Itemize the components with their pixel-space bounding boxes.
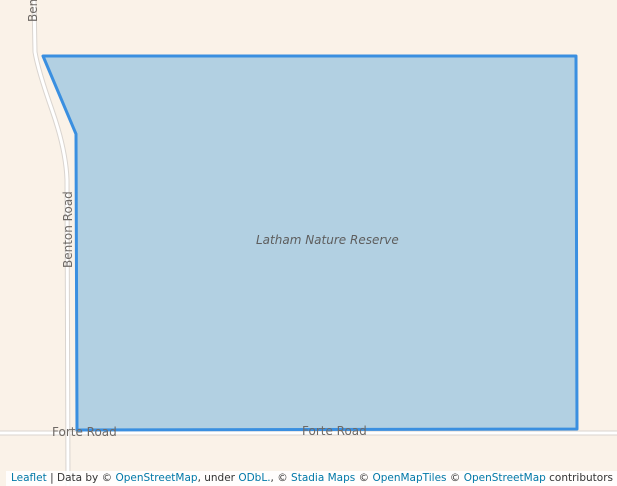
stadia-link[interactable]: Stadia Maps xyxy=(291,472,356,484)
reserve-label: Latham Nature Reserve xyxy=(256,233,399,247)
nature-reserve-polygon[interactable] xyxy=(41,54,579,432)
attr-text: , © xyxy=(270,472,292,484)
leaflet-link[interactable]: Leaflet xyxy=(11,472,47,484)
odbl-link[interactable]: ODbL. xyxy=(238,472,271,484)
forte-road-label-left: Forte Road xyxy=(52,425,117,439)
benton-road-label: Benton Road xyxy=(61,191,75,268)
osm-link-2[interactable]: OpenStreetMap xyxy=(463,472,546,484)
attr-text: | Data by © xyxy=(46,472,116,484)
attr-text: © xyxy=(355,472,373,484)
benton-road-label-top: Benton Road xyxy=(26,0,40,22)
osm-link[interactable]: OpenStreetMap xyxy=(115,472,198,484)
attribution: Leaflet | Data by © OpenStreetMap, under… xyxy=(6,471,617,486)
attr-text: , under xyxy=(197,472,239,484)
attr-text: © xyxy=(446,472,464,484)
attr-text: contributors xyxy=(545,472,613,484)
road-benton xyxy=(31,0,71,486)
forte-road-label-center: Forte Road xyxy=(302,424,367,438)
openmaptiles-link[interactable]: OpenMapTiles xyxy=(372,472,447,484)
